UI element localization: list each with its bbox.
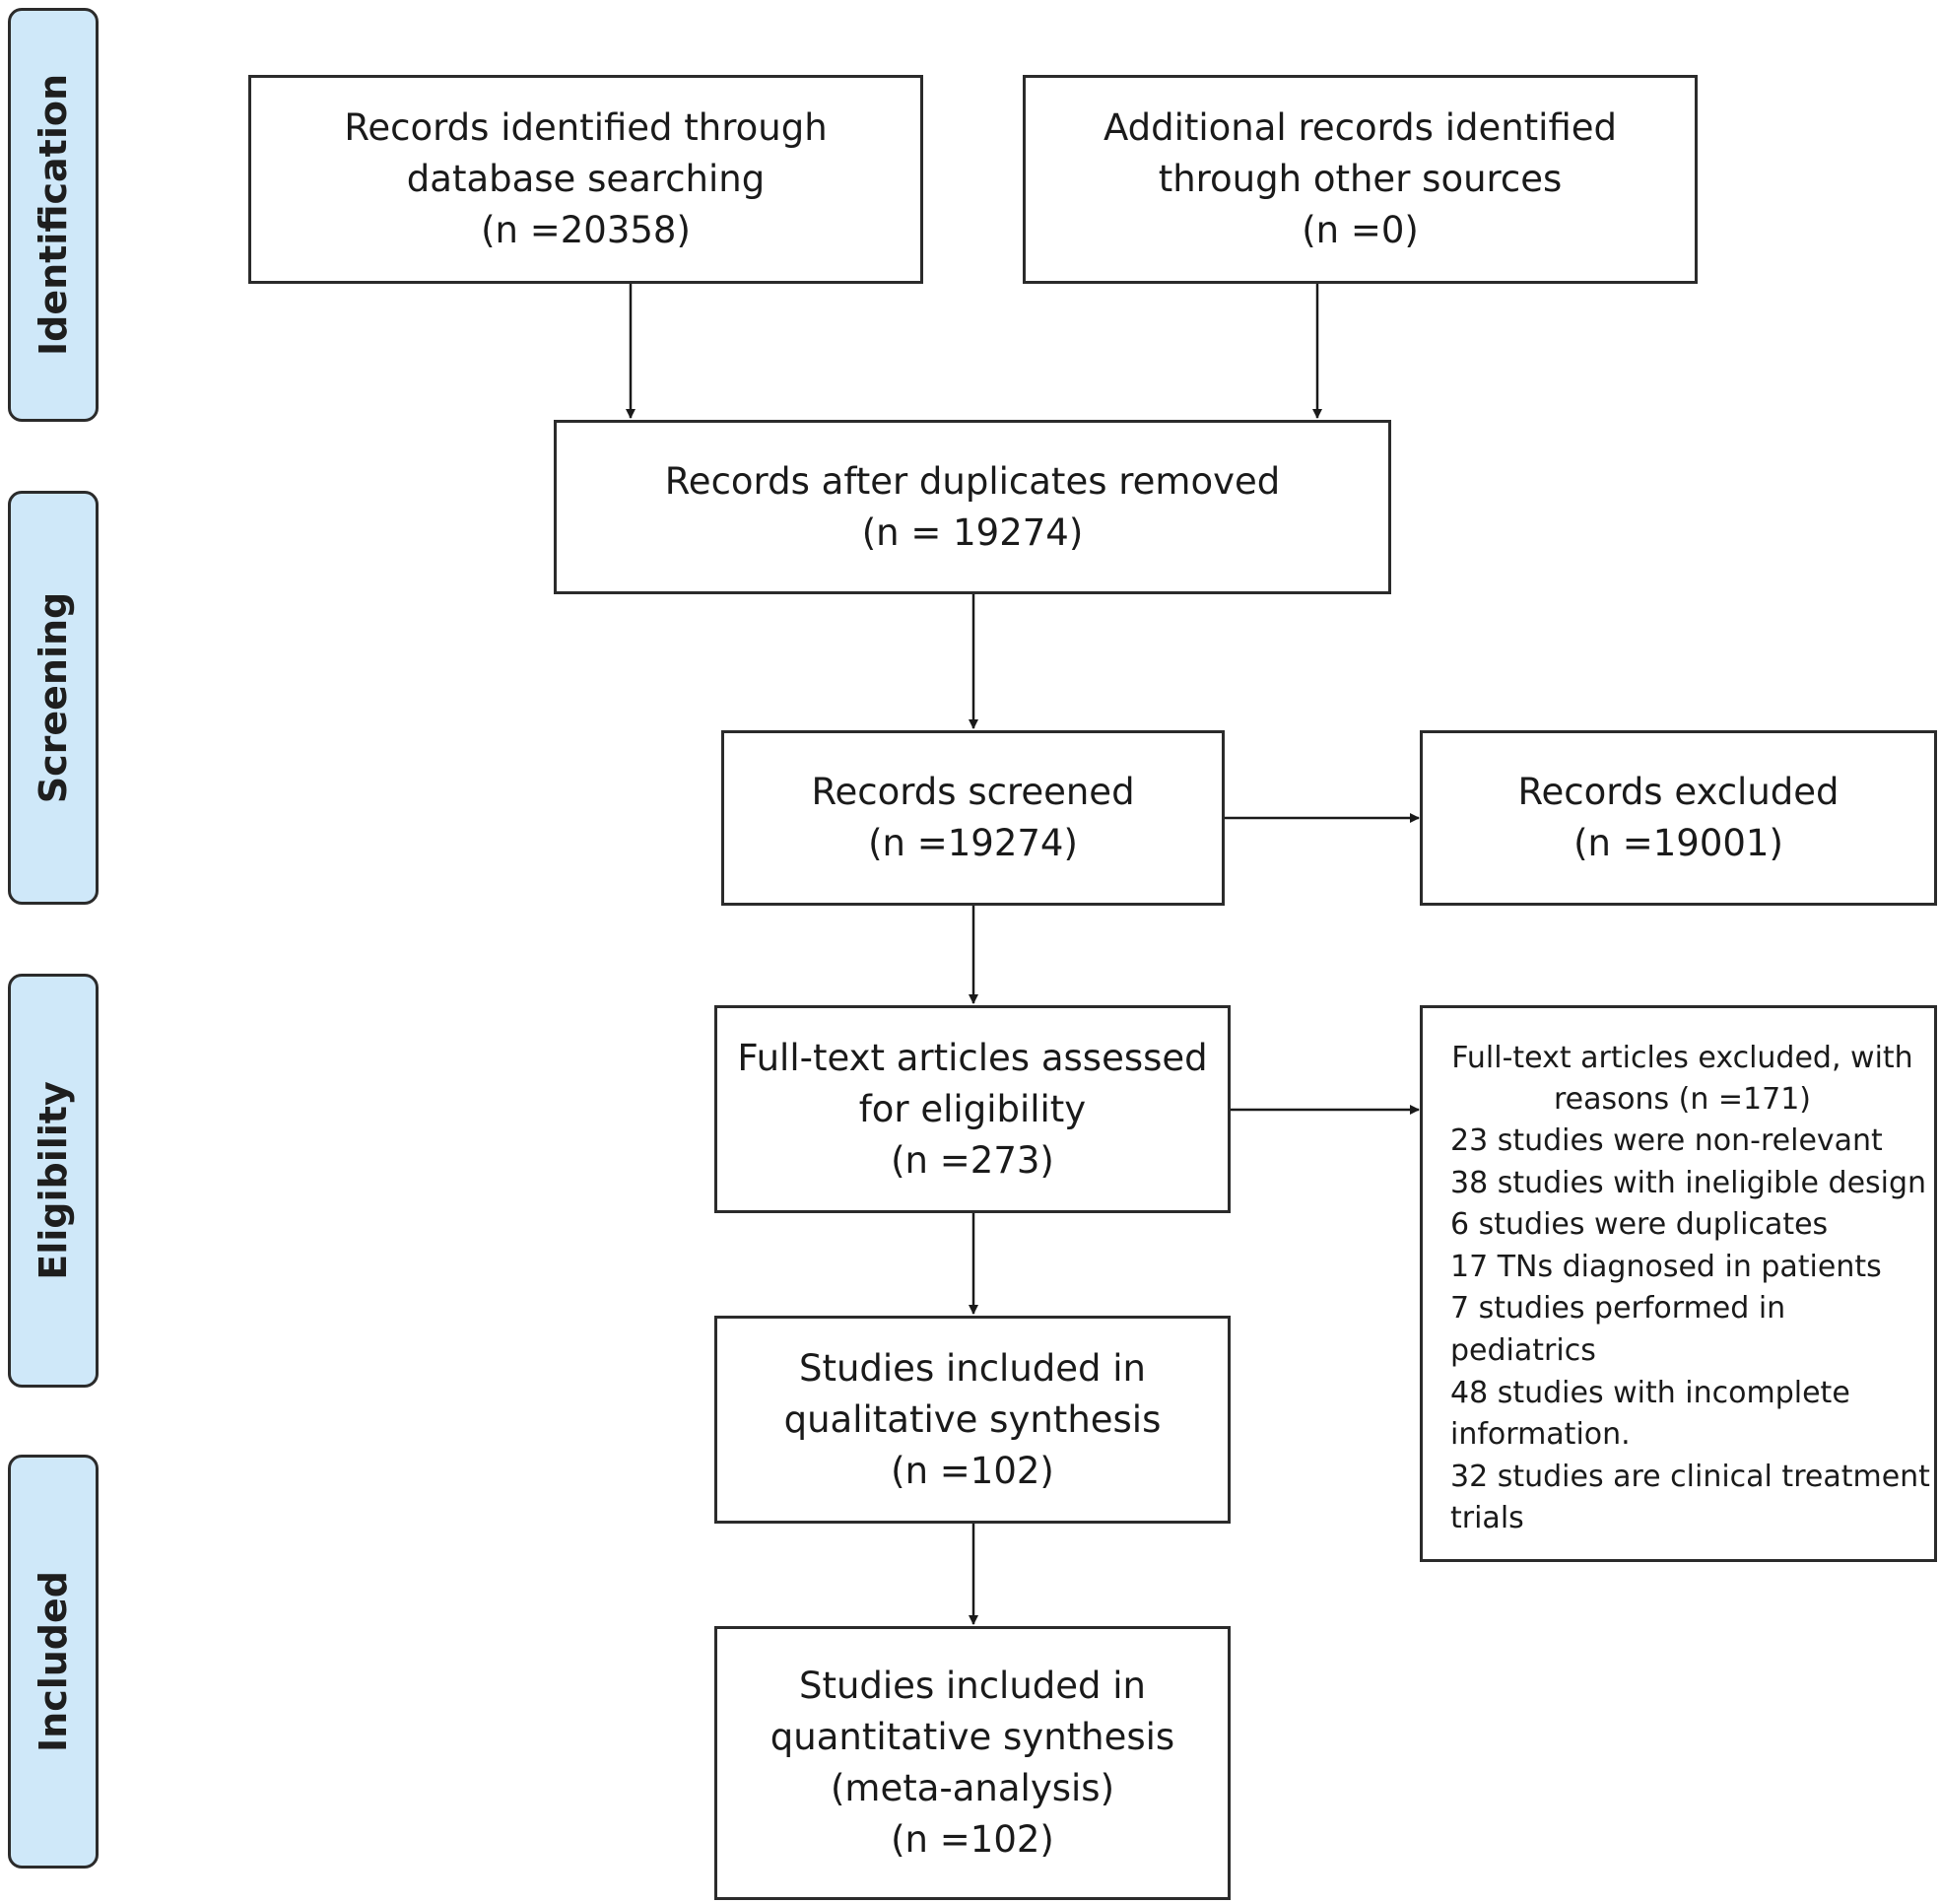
box-text: Records excluded (n =19001) bbox=[1517, 767, 1839, 869]
reason-line: 38 studies with ineligible design bbox=[1450, 1165, 1927, 1200]
text-line: (n =20358) bbox=[481, 209, 691, 251]
text-line: (meta-analysis) bbox=[830, 1767, 1114, 1809]
exclusion-heading: Full-text articles excluded, with reason… bbox=[1450, 1038, 1914, 1121]
quantitative-synthesis-box: Studies included in quantitative synthes… bbox=[714, 1626, 1231, 1900]
text-line: Records identified through bbox=[344, 106, 828, 149]
text-line: (n = 19274) bbox=[861, 510, 1084, 554]
box-text: Additional records identified through ot… bbox=[1104, 102, 1617, 256]
text-line: Studies included in bbox=[798, 1665, 1147, 1707]
text-line: Records after duplicates removed bbox=[664, 459, 1281, 503]
text-line: Full-text articles assessed bbox=[737, 1036, 1208, 1079]
text-line: Additional records identified bbox=[1103, 106, 1618, 149]
duplicates-removed-box: Records after duplicates removed (n = 19… bbox=[554, 420, 1391, 594]
reason-line: 23 studies were non-relevant bbox=[1450, 1123, 1883, 1158]
text-line: Records screened bbox=[811, 771, 1135, 813]
qualitative-synthesis-box: Studies included in qualitative synthesi… bbox=[714, 1316, 1231, 1524]
text-line: (n =0) bbox=[1302, 209, 1419, 251]
reason-line: trials bbox=[1450, 1501, 1524, 1536]
records-excluded-box: Records excluded (n =19001) bbox=[1420, 730, 1937, 906]
text-line: Studies included in bbox=[798, 1346, 1147, 1390]
text-line: Full-text articles excluded, with bbox=[1451, 1041, 1913, 1075]
text-line: through other sources bbox=[1158, 158, 1563, 200]
other-sources-box: Additional records identified through ot… bbox=[1023, 75, 1698, 284]
phase-screening: Screening bbox=[8, 491, 99, 905]
box-text: Studies included in qualitative synthesi… bbox=[784, 1343, 1162, 1497]
text-line: (n =102) bbox=[891, 1818, 1054, 1861]
text-line: qualitative synthesis bbox=[783, 1397, 1162, 1441]
text-line: (n =19001) bbox=[1573, 822, 1783, 864]
database-records-box: Records identified through database sear… bbox=[248, 75, 923, 284]
reason-line: 7 studies performed in bbox=[1450, 1291, 1786, 1326]
box-text: Records after duplicates removed (n = 19… bbox=[665, 456, 1280, 559]
box-text: Full-text articles assessed for eligibil… bbox=[737, 1033, 1207, 1187]
reason-line: 32 studies are clinical treatment bbox=[1450, 1459, 1930, 1494]
fulltext-assessed-box: Full-text articles assessed for eligibil… bbox=[714, 1005, 1231, 1213]
text-line: Records excluded bbox=[1517, 771, 1840, 813]
text-line: (n =19274) bbox=[868, 822, 1078, 864]
phase-included: Included bbox=[8, 1455, 99, 1869]
reason-line: information. bbox=[1450, 1417, 1631, 1453]
text-line: for eligibility bbox=[858, 1087, 1087, 1130]
reason-line: 6 studies were duplicates bbox=[1450, 1207, 1829, 1243]
box-text: Records screened (n =19274) bbox=[811, 767, 1134, 869]
text-line: (n =273) bbox=[891, 1138, 1054, 1182]
text-line: (n =102) bbox=[891, 1449, 1054, 1492]
reason-line: 17 TNs diagnosed in patients bbox=[1450, 1249, 1882, 1284]
phase-identification: Identification bbox=[8, 8, 99, 422]
exclusion-reasons: 23 studies were non-relevant 38 studies … bbox=[1450, 1121, 1930, 1540]
box-text: Studies included in quantitative synthes… bbox=[770, 1661, 1174, 1866]
fulltext-excluded-box: Full-text articles excluded, with reason… bbox=[1420, 1005, 1937, 1562]
text-line: reasons (n =171) bbox=[1553, 1082, 1812, 1117]
box-text: Records identified through database sear… bbox=[344, 102, 827, 256]
records-screened-box: Records screened (n =19274) bbox=[721, 730, 1225, 906]
phase-eligibility: Eligibility bbox=[8, 974, 99, 1388]
reason-line: 48 studies with incomplete bbox=[1450, 1375, 1850, 1410]
text-line: database searching bbox=[406, 158, 766, 200]
reason-line: pediatrics bbox=[1450, 1332, 1596, 1368]
text-line: quantitative synthesis bbox=[769, 1716, 1175, 1758]
